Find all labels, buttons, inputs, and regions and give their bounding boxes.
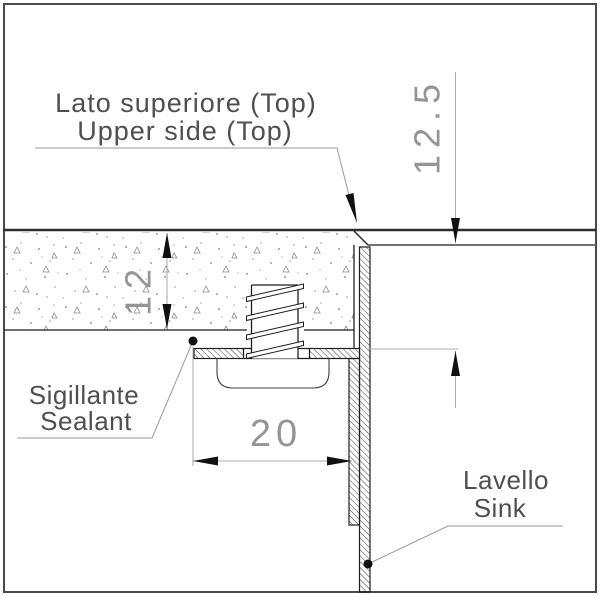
top-label-line1: Lato superiore (Top) xyxy=(55,88,317,118)
dimension-countertop-thickness: 12 xyxy=(118,233,172,329)
dim-arrow-up xyxy=(162,233,172,258)
screw-thread xyxy=(246,283,304,303)
dim-text-12-5: 12.5 xyxy=(407,77,448,175)
dim-arrow-up xyxy=(451,351,460,376)
top-surface-label-group: Lato superiore (Top) Upper side (Top) xyxy=(35,88,357,223)
sink-label-group: Lavello Sink xyxy=(363,465,563,569)
dim-arrow-down xyxy=(451,218,460,243)
dimension-rim-height: 12.5 xyxy=(368,72,460,408)
sink-label-line2: Sink xyxy=(474,493,527,523)
countertop-edge-chamfer xyxy=(353,230,369,246)
screw-thread xyxy=(246,340,304,360)
mounting-clip-outline xyxy=(216,358,330,389)
sink-bowl-wall xyxy=(358,246,371,593)
dim-text-12: 12 xyxy=(118,262,159,316)
sink-label-line1: Lavello xyxy=(463,465,549,495)
screw-thread xyxy=(246,302,304,322)
top-label-line2: Upper side (Top) xyxy=(77,116,293,146)
countertop-section xyxy=(4,230,369,348)
dim-text-20: 20 xyxy=(250,413,302,455)
dimension-flange-width: 20 xyxy=(192,347,352,466)
fixing-screw xyxy=(246,283,304,360)
leader-arrow xyxy=(345,193,357,223)
sink-rim-fold xyxy=(348,357,361,526)
dim-arrow-down xyxy=(162,304,172,329)
dim-arrow-right xyxy=(327,456,352,466)
screw-thread xyxy=(246,321,304,341)
sealant-label-line1: Sigillante xyxy=(29,380,140,410)
sealant-label-line2: Sealant xyxy=(40,406,132,436)
sealant-leader-dot xyxy=(188,336,198,346)
sealant-label-group: Sigillante Sealant xyxy=(17,336,198,439)
sink-leader-dot xyxy=(363,559,373,569)
dim-arrow-left xyxy=(193,456,218,466)
